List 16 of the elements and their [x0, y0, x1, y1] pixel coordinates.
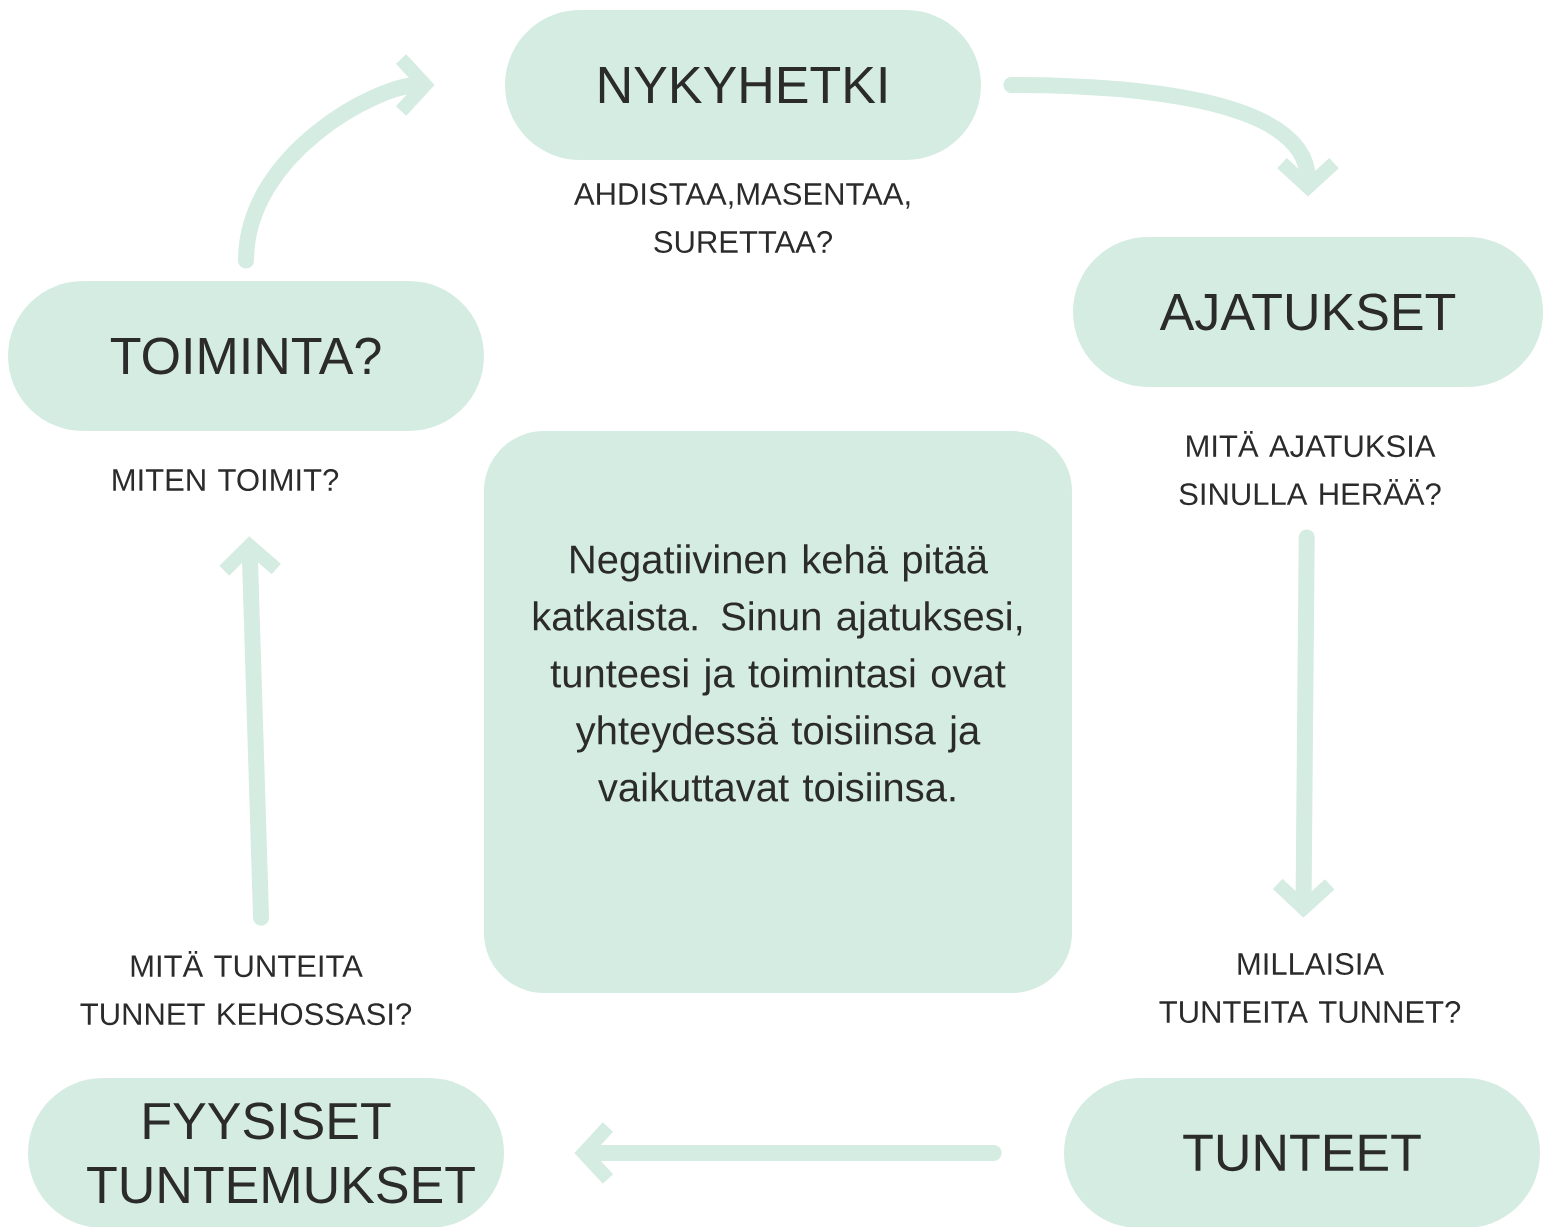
caption-text: AHDISTAA,MASENTAA, SURETTAA?: [574, 183, 910, 253]
arrow: [1003, 77, 1339, 197]
pill-box: FYYSISET TUNTEMUKSET: [28, 1078, 504, 1227]
pill-box: AJATUKSET: [1073, 237, 1543, 387]
arrow: [219, 536, 281, 926]
caption-text: MITÄ AJATUKSIA SINULLA HERÄÄ?: [1179, 430, 1441, 506]
pill-box: NYKYHETKI: [505, 10, 981, 160]
text-box: Negatiivinen kehä pitää katkaista. Sinun ajatuksesi, tunteesi ja toimintasi ovat yhteydessä toisiinsa ja vaikuttavat toisiinsa.: [484, 431, 1072, 993]
pill-box: TUNTEET: [1064, 1078, 1540, 1227]
arrow: [1272, 529, 1335, 918]
caption-text: MILLAISIA TUNTEITA TUNNET?: [1159, 953, 1461, 1023]
pill-box: TOIMINTA?: [8, 281, 484, 431]
caption-text: MITEN TOIMIT?: [113, 469, 339, 491]
arrow: [574, 1122, 1002, 1184]
arrow: [238, 54, 435, 269]
caption-text: MITÄ TUNTEITA TUNNET KEHOSSASI?: [80, 950, 412, 1026]
